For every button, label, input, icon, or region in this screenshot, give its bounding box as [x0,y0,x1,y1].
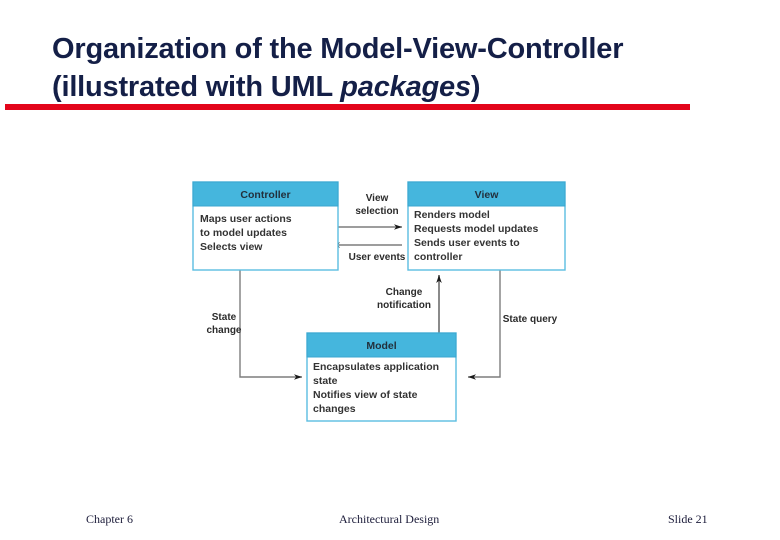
page-title-line-2: (illustrated with UML packages) [52,68,732,106]
connector-lines [239,224,501,380]
slide-footer: Chapter 6 Architectural Design Slide 21 [0,512,780,534]
page-title-line-2-suffix: ) [470,71,481,103]
edge-label-change-notification-line-1: Change [386,287,423,298]
package-model-line-1: Encapsulates application [313,361,439,373]
edge-label-view-selection: View selection [355,193,398,217]
edge-label-view-selection-line-2: selection [355,206,398,217]
package-view-line-3: Sends user events to [414,237,520,249]
package-view[interactable]: View Renders model Requests model update… [407,181,566,271]
edge-label-state-change-line-1: State [212,312,237,323]
page-title: Organization of the Model-View-Controlle… [52,30,732,106]
package-view-line-1: Renders model [414,209,490,221]
edge-label-state-change: State change [206,312,241,336]
title-divider-rule [5,104,690,110]
package-model-line-4: changes [313,403,356,415]
package-controller-line-3: Selects view [200,241,263,253]
package-model-header [306,332,457,358]
footer-chapter: Chapter 6 [86,512,133,526]
package-model[interactable]: Model Encapsulates application state Not… [306,332,457,422]
package-view-line-4: controller [414,251,462,263]
package-view-title: View [475,189,500,201]
edge-line-state-change [239,270,302,380]
edge-label-change-notification: Change notification [377,287,431,311]
footer-slide-number: Slide 21 [668,512,708,526]
edge-line-state-query [468,270,501,380]
package-controller-title: Controller [240,189,290,201]
page-title-line-2-prefix: (illustrated with UML [52,71,341,103]
package-controller-line-1: Maps user actions [200,213,292,225]
package-model-line-3: Notifies view of state [313,389,418,401]
edge-label-user-events: User events [349,252,406,263]
package-model-title: Model [366,340,396,352]
package-controller-line-2: to model updates [200,227,287,239]
package-model-line-2: state [313,375,338,387]
edge-label-state-query: State query [503,314,558,325]
package-controller-header [192,181,339,207]
footer-topic: Architectural Design [339,512,440,526]
package-controller[interactable]: Controller Maps user actions to model up… [192,181,339,271]
mvc-package-diagram: Controller Maps user actions to model up… [180,165,590,440]
edge-label-state-change-line-2: change [206,325,241,336]
edge-label-view-selection-line-1: View [366,193,389,204]
package-view-line-2: Requests model updates [414,223,538,235]
edge-label-change-notification-line-2: notification [377,300,431,311]
package-view-header [407,181,566,207]
page-title-line-2-italic: packages [340,71,471,103]
page-title-line-1: Organization of the Model-View-Controlle… [52,33,624,65]
